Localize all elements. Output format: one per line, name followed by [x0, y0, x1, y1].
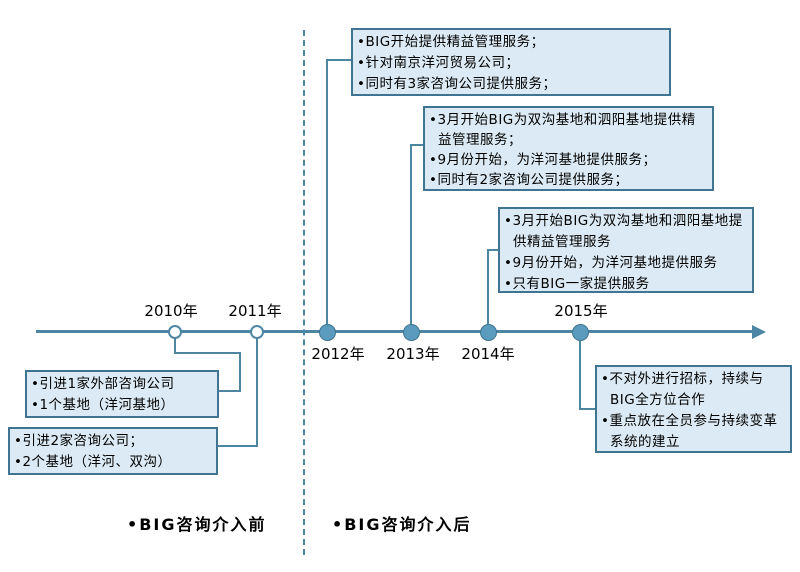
callout-2011: •引进2家咨询公司； •2个基地（洋河、双沟） — [8, 427, 218, 475]
connector-2014-horizontal — [487, 249, 499, 251]
year-label-2011: 2011年 — [228, 302, 282, 320]
timeline-axis-line — [36, 330, 754, 333]
phase-label-before: •BIG咨询介入前 — [127, 515, 267, 534]
callout-2010: •引进1家外部咨询公司 •1个基地（洋河基地） — [25, 370, 219, 418]
callout-2012-line: •BIG开始提供精益管理服务； — [357, 34, 545, 50]
callout-2013-line: •3月开始BIG为双沟基地和泗阳基地提供精益管理服务； — [429, 112, 696, 148]
timeline-marker-2012 — [319, 324, 336, 341]
callout-2014-line: •只有BIG一家提供服务 — [504, 276, 650, 292]
timeline-marker-2010 — [168, 325, 182, 339]
connector-2010-stub — [174, 338, 176, 354]
year-label-2013: 2013年 — [386, 345, 440, 363]
callout-2013-line: •同时有2家咨询公司提供服务； — [429, 172, 629, 188]
callout-2010-line: •引进1家外部咨询公司 — [31, 376, 175, 392]
year-label-2015: 2015年 — [554, 302, 608, 320]
connector-2015-horizontal — [579, 408, 596, 410]
connector-2015-vertical — [579, 340, 581, 410]
connector-2010-into-box — [219, 390, 241, 392]
timeline-marker-2011 — [250, 325, 264, 339]
connector-2011-vertical — [256, 338, 258, 447]
callout-2012-line: •针对南京洋河贸易公司； — [357, 55, 520, 71]
connector-2013-vertical — [410, 144, 412, 325]
callout-2014-line: •3月开始BIG为双沟基地和泗阳基地提供精益管理服务 — [504, 213, 743, 250]
callout-2011-line: •引进2家咨询公司； — [14, 433, 144, 449]
callout-2014-line: •9月份开始，为洋河基地提供服务 — [504, 255, 718, 271]
callout-2013-line: •9月份开始，为洋河基地提供服务； — [429, 152, 657, 168]
callout-2012: •BIG开始提供精益管理服务； •针对南京洋河贸易公司； •同时有3家咨询公司提… — [351, 28, 671, 96]
callout-2013: •3月开始BIG为双沟基地和泗阳基地提供精益管理服务； •9月份开始，为洋河基地… — [423, 106, 714, 191]
callout-2015: •不对外进行招标，持续与BIG全方位合作 •重点放在全员参与持续变革系统的建立 — [595, 365, 792, 453]
connector-2011-horizontal — [218, 445, 258, 447]
callout-2010-line: •1个基地（洋河基地） — [31, 397, 175, 413]
connector-2010-vertical — [239, 352, 241, 392]
connector-2012-horizontal — [326, 59, 352, 61]
callout-2015-line: •重点放在全员参与持续变革系统的建立 — [601, 413, 778, 450]
connector-2012-vertical — [326, 59, 328, 325]
connector-2014-vertical — [487, 249, 489, 325]
timeline-marker-2015 — [572, 324, 589, 341]
callout-2015-line: •不对外进行招标，持续与BIG全方位合作 — [601, 371, 764, 408]
callout-2011-line: •2个基地（洋河、双沟） — [14, 454, 172, 470]
callout-2014: •3月开始BIG为双沟基地和泗阳基地提供精益管理服务 •9月份开始，为洋河基地提… — [498, 207, 754, 293]
year-label-2010: 2010年 — [144, 302, 198, 320]
callout-2012-line: •同时有3家咨询公司提供服务； — [357, 76, 557, 92]
connector-2013-horizontal — [410, 144, 424, 146]
before-after-divider-line — [303, 30, 305, 555]
year-label-2014: 2014年 — [461, 345, 515, 363]
connector-2010-horizontal — [174, 352, 241, 354]
phase-label-after: •BIG咨询介入后 — [332, 515, 472, 534]
year-label-2012: 2012年 — [311, 345, 365, 363]
timeline-marker-2013 — [403, 324, 420, 341]
timeline-marker-2014 — [480, 324, 497, 341]
axis-arrowhead-icon — [752, 325, 766, 339]
